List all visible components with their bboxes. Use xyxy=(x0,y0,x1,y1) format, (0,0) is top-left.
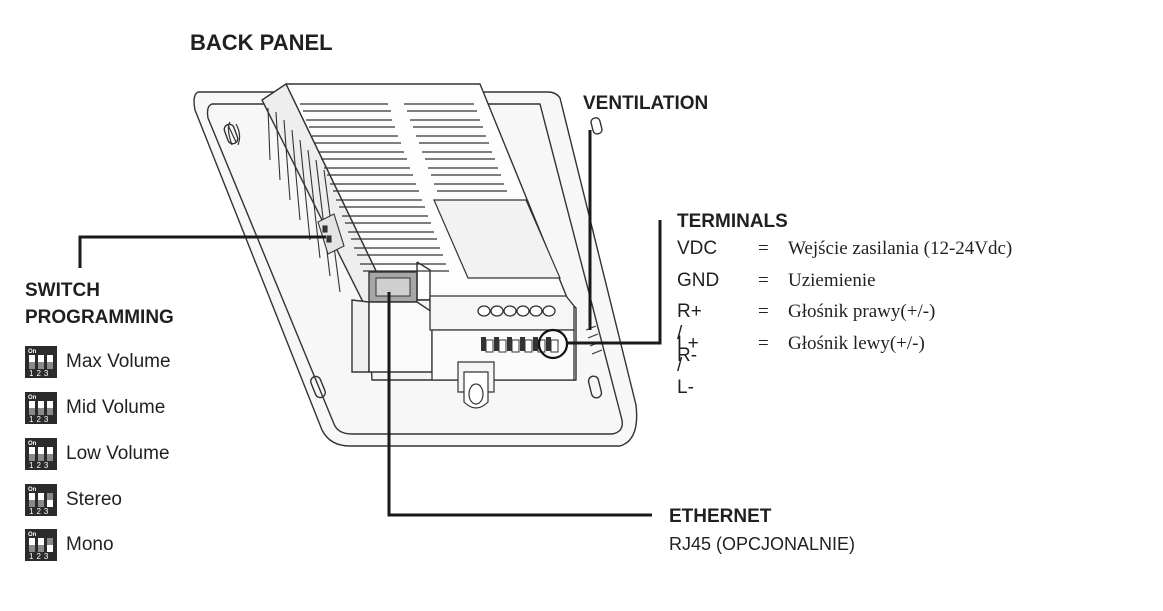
dip-switch-knob xyxy=(47,355,53,362)
dip-switch-knob xyxy=(47,401,53,408)
mounting-clip xyxy=(457,361,495,409)
terminal-eq: = xyxy=(758,333,769,354)
terminal-key: R+ / R- xyxy=(677,301,702,366)
ethernet-label: ETHERNET xyxy=(669,506,772,527)
switch-mode-row: On 123 Mid Volume xyxy=(25,392,165,424)
terminal-key: GND xyxy=(677,270,720,291)
switch-mode-label: Mid Volume xyxy=(66,397,166,418)
dip-on-text: On xyxy=(28,349,37,355)
switch-mode-label: Max Volume xyxy=(66,351,171,372)
switch-leader-line xyxy=(78,235,326,268)
dip-on-text: On xyxy=(28,395,37,401)
terminal-eq: = xyxy=(758,301,769,322)
dip-switch-knob xyxy=(38,401,44,408)
dip-on-text: On xyxy=(28,532,37,538)
ventilation-label: VENTILATION xyxy=(583,93,709,114)
dip-switch-knob xyxy=(38,538,44,545)
switch-label-line2: PROGRAMMING xyxy=(25,307,174,328)
switch-mode-row: On 123 Low Volume xyxy=(25,438,170,470)
dip-switch-knob xyxy=(29,493,35,500)
page-title: BACK PANEL xyxy=(190,30,333,55)
dip-switch-knob xyxy=(29,447,35,454)
dip-switch-knob xyxy=(38,355,44,362)
dip-switch-knob xyxy=(29,538,35,545)
dip-switch-knob xyxy=(38,447,44,454)
dip-switch-knob xyxy=(38,493,44,500)
dip-numbers-text: 123 xyxy=(29,507,51,516)
dip-switch-icon: On 123 xyxy=(25,484,57,516)
switch-mode-row: On 123 Max Volume xyxy=(25,346,171,378)
switch-mode-label: Low Volume xyxy=(66,443,170,464)
dip-switch-knob xyxy=(47,447,53,454)
ventilation-slots-right xyxy=(404,103,507,192)
dip-switch-icon: On 123 xyxy=(25,346,57,378)
dip-switch-knob xyxy=(29,355,35,362)
dip-numbers-text: 123 xyxy=(29,552,51,561)
switch-label-line1: SWITCH xyxy=(25,280,100,301)
dip-switch-icon: On 123 xyxy=(25,438,57,470)
switch-mode-label: Mono xyxy=(66,534,114,555)
terminals-leader-line xyxy=(567,220,662,345)
dip-switch-icon: On 123 xyxy=(25,529,57,561)
terminal-block xyxy=(429,295,575,381)
terminal-value: Uziemienie xyxy=(788,270,876,291)
dip-numbers-text: 123 xyxy=(29,369,51,378)
terminal-value: Głośnik lewy(+/-) xyxy=(788,333,925,354)
rj45-port xyxy=(351,261,433,373)
dip-numbers-text: 123 xyxy=(29,415,51,424)
terminal-eq: = xyxy=(758,238,769,259)
dip-on-text: On xyxy=(28,441,37,447)
dip-numbers-text: 123 xyxy=(29,461,51,470)
ventilation-slots-left xyxy=(300,103,449,272)
terminal-key: VDC xyxy=(677,238,718,259)
terminals-label: TERMINALS xyxy=(677,211,788,232)
ethernet-sublabel: RJ45 (OPCJONALNIE) xyxy=(669,534,856,554)
terminal-value: Głośnik prawy(+/-) xyxy=(788,301,936,322)
dip-on-text: On xyxy=(28,487,37,493)
dip-switch-knob xyxy=(47,500,53,507)
terminal-value: Wejście zasilania (12-24Vdc) xyxy=(788,238,1013,259)
switch-mode-label: Stereo xyxy=(66,489,122,510)
terminal-eq: = xyxy=(758,270,769,291)
ethernet-leader-line xyxy=(387,292,652,517)
dip-switch-knob xyxy=(29,401,35,408)
switch-mode-row: On 123 Stereo xyxy=(25,484,122,516)
dip-switch-knob xyxy=(47,545,53,552)
dip-switch-icon: On 123 xyxy=(25,392,57,424)
switch-mode-row: On 123 Mono xyxy=(25,529,114,561)
terminal-key: L+ / L- xyxy=(677,333,699,398)
dip-switch-block xyxy=(317,213,345,255)
